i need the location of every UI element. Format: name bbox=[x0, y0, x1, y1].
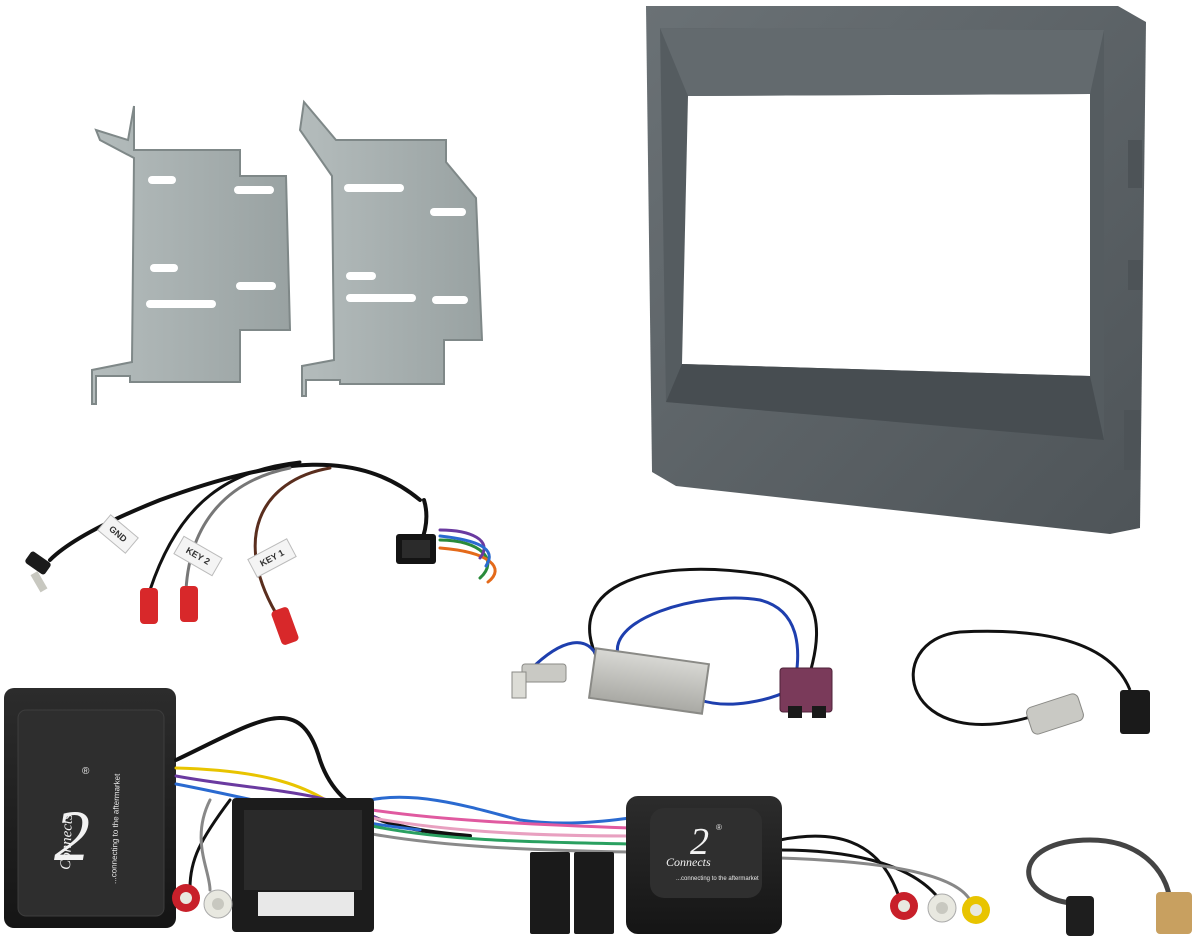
svg-text:®: ® bbox=[716, 823, 722, 832]
svg-text:...connecting to the aftermark: ...connecting to the aftermarket bbox=[109, 773, 122, 884]
iso-connector-pair bbox=[530, 852, 614, 934]
fakra-connector bbox=[779, 667, 833, 718]
interface-box: 2 Connects ...connecting to the aftermar… bbox=[4, 688, 176, 928]
svg-text:...connecting to the aftermark: ...connecting to the aftermarket bbox=[676, 876, 759, 882]
svg-text:Connects: Connects bbox=[666, 855, 711, 869]
steering-control-lead bbox=[48, 460, 497, 622]
mounting-bracket-right bbox=[298, 99, 484, 397]
svg-text:2: 2 bbox=[54, 796, 90, 876]
svg-text:2: 2 bbox=[690, 821, 709, 863]
bullet-terminal-gnd bbox=[140, 588, 158, 624]
svg-text:Connects: Connects bbox=[58, 814, 76, 871]
mounting-bracket-left bbox=[91, 105, 292, 405]
rca-plug-red-right bbox=[890, 892, 918, 920]
harness-connector-small bbox=[396, 534, 436, 564]
wire-label-key2: KEY 2 bbox=[173, 535, 223, 577]
rca-plug-white-left bbox=[203, 889, 233, 919]
usb-lead bbox=[1026, 837, 1192, 936]
antenna-amplifier-box bbox=[587, 647, 711, 715]
rca-plug-white-right bbox=[927, 893, 957, 923]
svg-text:®: ® bbox=[82, 766, 90, 777]
rca-plug-red-left bbox=[172, 884, 200, 912]
rca-plug-yellow bbox=[962, 896, 990, 924]
adapter-box: 2 Connects ...connecting to the aftermar… bbox=[626, 796, 782, 934]
quadlock-connector bbox=[232, 798, 374, 932]
wire-label-gnd: GND bbox=[97, 514, 139, 554]
fascia-panel bbox=[646, 6, 1146, 534]
jack-plug bbox=[25, 551, 51, 593]
antenna-patch-lead bbox=[911, 629, 1150, 735]
bullet-terminal-key2 bbox=[180, 586, 198, 622]
wire-label-key1: KEY 1 bbox=[247, 538, 297, 578]
din-plug bbox=[511, 663, 567, 699]
bullet-terminal-key1 bbox=[271, 607, 299, 645]
